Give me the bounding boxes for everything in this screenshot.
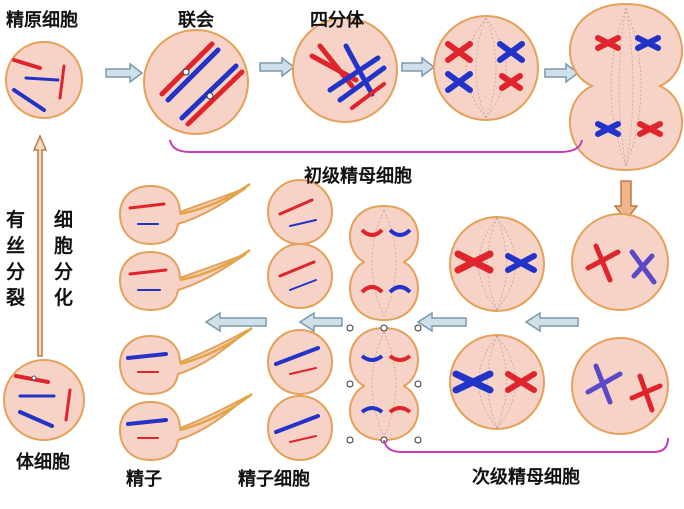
metaphase-i-cell	[433, 15, 539, 121]
arrow-right-2	[259, 56, 296, 78]
label-tetrad: 四分体	[310, 9, 365, 31]
arrow-left-2	[416, 311, 467, 333]
anaphase-ii-cell-bottom	[349, 326, 419, 442]
arrow-right-4	[544, 62, 580, 84]
arrow-right-3	[401, 56, 436, 78]
sperm-3	[118, 327, 253, 396]
anaphase-i-cell	[569, 2, 683, 172]
anaphase-ii-cell-top	[349, 204, 419, 322]
spermatid-cell-3	[267, 329, 333, 395]
label-sperm: 精子	[126, 468, 162, 490]
secondary-cell-top-right	[571, 213, 669, 311]
metaphase-ii-cell-top	[449, 216, 545, 312]
label-spermatogonium: 精原细胞	[6, 9, 78, 31]
sperm-1	[118, 182, 251, 246]
label-mitosis-3: 分	[6, 261, 25, 283]
selection-handles[interactable]	[346, 324, 422, 444]
spermatid-cell-2	[267, 243, 333, 309]
arrow-left-4	[204, 311, 267, 333]
label-differentiation-4: 化	[54, 286, 73, 309]
synapsis-cell	[143, 29, 249, 135]
arrow-down	[613, 180, 639, 222]
label-mitosis-1: 有	[6, 208, 25, 231]
sperm-2	[118, 248, 251, 312]
spermatid-cell-4	[267, 395, 333, 461]
spermatogonium-cell	[5, 41, 83, 119]
label-primary-spermatocyte: 初级精母细胞	[304, 165, 412, 187]
metaphase-ii-cell-bottom	[449, 334, 545, 430]
secondary-spermatocyte-bracket	[383, 437, 669, 453]
label-mitosis-4: 裂	[6, 287, 25, 309]
arrow-left-1	[524, 311, 579, 333]
spermatid-cell-1	[267, 179, 333, 245]
label-differentiation-3: 分	[54, 261, 73, 283]
arrow-right-1	[105, 62, 144, 84]
arrow-up	[32, 134, 48, 357]
tetrad-cell	[292, 17, 398, 123]
label-synapsis: 联会	[178, 9, 214, 31]
secondary-cell-bottom-right	[571, 337, 669, 435]
sperm-4	[118, 393, 253, 462]
label-differentiation-1: 细	[54, 208, 73, 231]
label-differentiation-2: 胞	[54, 234, 73, 257]
label-mitosis-2: 丝	[6, 234, 25, 257]
arrow-left-3	[298, 311, 343, 333]
label-somatic-cell: 体细胞	[16, 451, 70, 473]
primary-spermatocyte-bracket	[169, 139, 583, 153]
label-secondary-spermatocyte: 次级精母细胞	[472, 466, 580, 488]
somatic-cell	[3, 359, 85, 441]
label-spermatid: 精子细胞	[238, 468, 310, 490]
